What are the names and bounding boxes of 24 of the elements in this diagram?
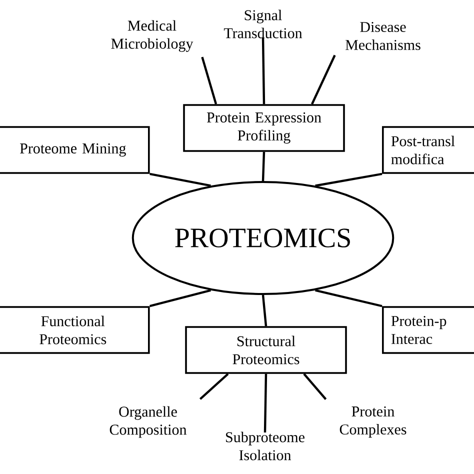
connector-line	[150, 289, 211, 308]
topic-box: Functional Proteomics	[0, 306, 150, 354]
topic-label: Protein Complexes	[340, 406, 406, 438]
topic-box: Structural Proteomics	[185, 326, 347, 374]
connector-line	[303, 373, 327, 400]
topic-label: Signal Transduction	[224, 10, 302, 38]
topic-label: Subproteome Isolation	[226, 432, 304, 460]
topic-box: Proteome Mining	[0, 126, 150, 174]
connector-line	[315, 172, 382, 187]
connector-line	[262, 294, 268, 326]
topic-label: Organelle Composition	[110, 406, 187, 438]
topic-label: Disease Mechanisms	[346, 22, 420, 50]
connector-line	[264, 374, 268, 433]
connector-line	[315, 289, 382, 308]
connector-line	[199, 373, 229, 400]
connector-line	[311, 54, 336, 105]
topic-box: Protein-p Interac	[382, 306, 474, 354]
connector-line	[201, 56, 218, 104]
connector-line	[262, 37, 266, 104]
topic-label: Medical Microbiology	[111, 20, 194, 52]
topic-box: Post-transl modifica	[382, 126, 474, 174]
connector-line	[150, 172, 211, 187]
topic-box: Protein Expression Profiling	[183, 104, 345, 152]
connector-line	[262, 152, 266, 182]
